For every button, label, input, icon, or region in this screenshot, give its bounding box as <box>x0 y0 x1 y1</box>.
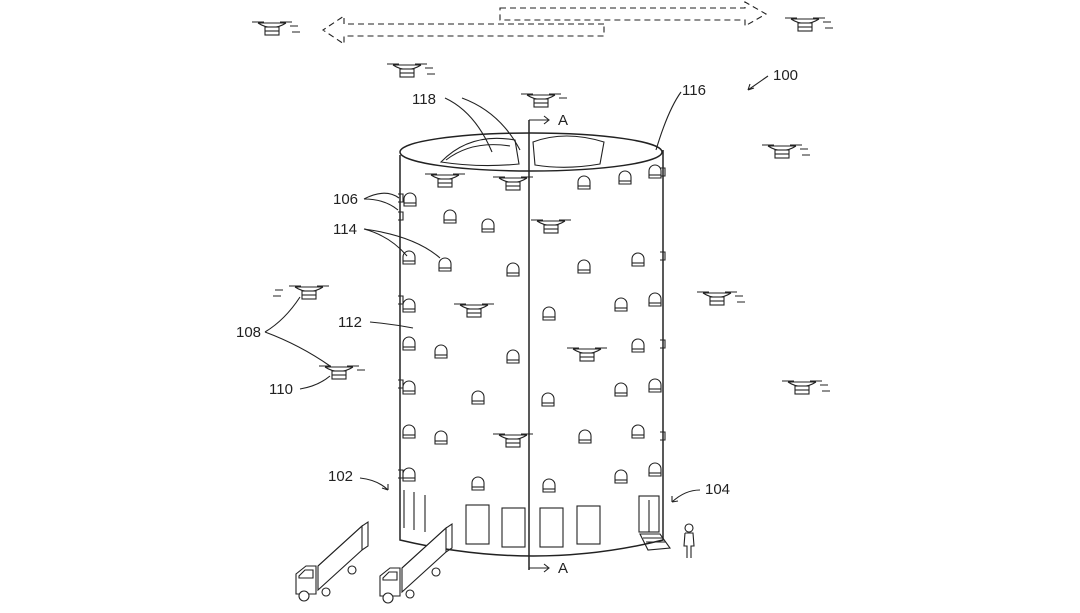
arched-window-icon <box>435 345 447 358</box>
drone-icon <box>782 381 822 394</box>
drone-icon <box>785 18 825 31</box>
delivery-truck-icon <box>296 522 368 601</box>
drone-icon <box>387 64 427 77</box>
arched-window-icon <box>403 425 415 438</box>
drone-icon <box>762 145 802 158</box>
tower-windows <box>403 165 661 492</box>
drone-icon <box>567 348 607 361</box>
ref-112: 112 <box>338 314 362 331</box>
arched-window-icon <box>615 298 627 311</box>
arched-window-icon <box>578 260 590 273</box>
arched-window-icon <box>615 383 627 396</box>
drone-icon <box>493 177 533 190</box>
drone-icon <box>425 174 465 187</box>
dashed-arrow-right <box>500 2 766 26</box>
arched-window-icon <box>632 425 644 438</box>
delivery-truck-icon <box>380 524 452 603</box>
flight-path-arrows <box>323 2 766 44</box>
arched-window-icon <box>619 171 631 184</box>
drone-icon <box>531 220 571 233</box>
delivery-trucks <box>296 522 452 603</box>
arched-window-icon <box>579 430 591 443</box>
section-line-a: A A <box>529 112 568 577</box>
arched-window-icon <box>649 165 661 178</box>
ref-102: 102 <box>328 468 353 485</box>
arched-window-icon <box>542 393 554 406</box>
arched-window-icon <box>632 253 644 266</box>
drone-icon <box>289 286 329 299</box>
arched-window-icon <box>403 468 415 481</box>
section-marker-bottom: A <box>558 560 568 577</box>
ref-108: 108 <box>236 324 261 341</box>
ref-118: 118 <box>412 91 436 108</box>
arched-window-icon <box>615 470 627 483</box>
arched-window-icon <box>403 299 415 312</box>
drone-icon <box>521 94 561 107</box>
drone-icon <box>697 292 737 305</box>
arched-window-icon <box>435 431 447 444</box>
arched-window-icon <box>649 463 661 476</box>
dashed-arrow-left <box>323 16 604 44</box>
arched-window-icon <box>472 477 484 490</box>
section-marker-top: A <box>558 112 568 129</box>
arched-window-icon <box>543 479 555 492</box>
drone-icon <box>252 22 292 35</box>
arched-window-icon <box>578 176 590 189</box>
arched-window-icon <box>403 381 415 394</box>
ref-100: 100 <box>773 67 798 84</box>
arched-window-icon <box>404 193 416 206</box>
arched-window-icon <box>507 350 519 363</box>
arched-window-icon <box>482 219 494 232</box>
arched-window-icon <box>632 339 644 352</box>
person-icon <box>684 524 694 558</box>
arched-window-icon <box>649 293 661 306</box>
ref-110: 110 <box>269 381 293 398</box>
drone-icon <box>319 366 359 379</box>
arched-window-icon <box>507 263 519 276</box>
reference-numerals: 100 116 118 106 114 112 108 110 102 104 <box>236 67 798 498</box>
arched-window-icon <box>649 379 661 392</box>
drone-icon <box>493 434 533 447</box>
drone-icon <box>454 304 494 317</box>
arched-window-icon <box>403 337 415 350</box>
arched-window-icon <box>439 258 451 271</box>
arched-window-icon <box>444 210 456 223</box>
ref-116: 116 <box>682 82 706 99</box>
arched-window-icon <box>543 307 555 320</box>
arched-window-icon <box>472 391 484 404</box>
ref-106: 106 <box>333 191 358 208</box>
ref-104: 104 <box>705 481 730 498</box>
ref-114: 114 <box>333 221 357 238</box>
